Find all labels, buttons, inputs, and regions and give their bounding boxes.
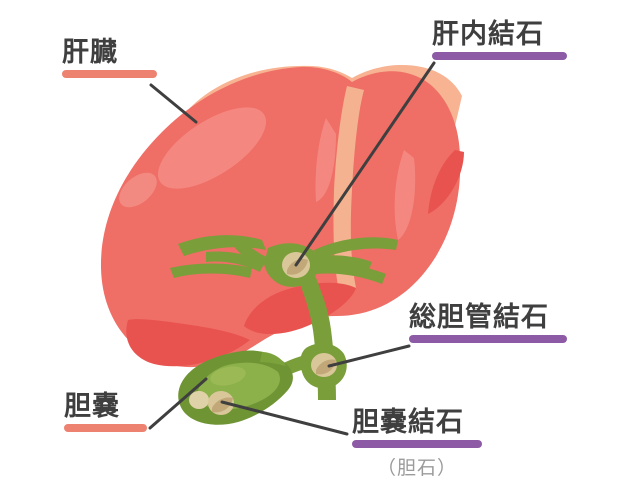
- liver-shadow-lower: [126, 319, 250, 367]
- liver-shadow-mid: [244, 282, 356, 335]
- leader-gallbladder: [148, 377, 208, 430]
- leader-liver: [149, 83, 198, 124]
- label-liver: 肝臓: [62, 37, 157, 79]
- intrahepatic-stone-shade: [287, 259, 308, 275]
- label-intrahepatic-stone-rule: [432, 52, 567, 61]
- duct-left-branch-upper: [178, 235, 266, 256]
- label-common-bile-duct-stone-rule: [409, 335, 567, 344]
- label-gallbladder-text: 胆嚢: [64, 391, 120, 421]
- liver-organ: [100, 64, 464, 368]
- liver-shadow-right: [428, 150, 464, 214]
- common-hepatic-duct: [300, 280, 332, 338]
- duct-right-branch-mid: [318, 255, 372, 272]
- liver-highlight-right-lobe: [394, 150, 416, 240]
- liver-highlight-main: [157, 107, 267, 189]
- gallbladder-stone-large-shade: [212, 397, 233, 413]
- leader-intrahepatic: [294, 61, 436, 267]
- duct-right-branch-upper: [314, 237, 398, 260]
- label-liver-text: 肝臓: [62, 37, 118, 67]
- duct-left-branch-lower: [170, 263, 252, 278]
- gallbladder-organ: [178, 350, 293, 425]
- leader-gallstone: [220, 400, 349, 436]
- label-gallbladder-stone-text: 胆嚢結石: [352, 407, 464, 437]
- common-duct-stone-group: [300, 343, 347, 389]
- gallbladder-inner-highlight: [210, 366, 246, 386]
- duct-left-stem: [230, 236, 268, 268]
- label-liver-rule: [62, 70, 157, 79]
- common-duct-stone-shade: [316, 359, 336, 375]
- gallbladder-stone-small: [189, 391, 209, 409]
- label-gallbladder-stone: 胆嚢結石 （胆石）: [352, 408, 482, 480]
- label-common-bile-duct-stone-text: 総胆管結石: [409, 302, 549, 332]
- label-gallbladder-stone-subtext: （胆石）: [376, 458, 457, 480]
- label-intrahepatic-stone: 肝内結石: [432, 19, 567, 61]
- label-intrahepatic-stone-text: 肝内結石: [432, 19, 544, 49]
- label-common-bile-duct-stone: 総胆管結石: [409, 302, 567, 344]
- gallbladder-contour: [260, 352, 286, 366]
- leader-lines: [148, 61, 436, 436]
- label-gallbladder-stone-rule: [352, 440, 482, 449]
- label-gallbladder: 胆嚢: [64, 391, 147, 433]
- liver-highlight-left-lobe: [315, 118, 336, 202]
- label-gallbladder-rule: [64, 424, 147, 433]
- leader-common-duct: [327, 344, 411, 368]
- liver-highlight-small: [119, 172, 157, 208]
